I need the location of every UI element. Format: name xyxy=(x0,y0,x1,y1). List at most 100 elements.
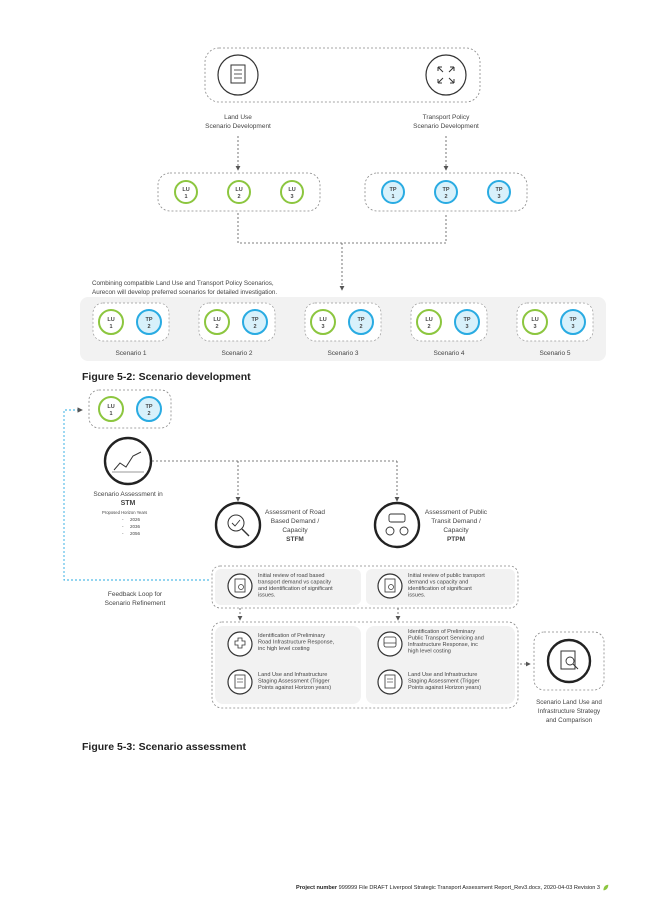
horizon-years-list: -2026-2036-2056 xyxy=(122,517,141,536)
transport-label-l1: Transport Policy xyxy=(423,114,470,121)
tp-options-container xyxy=(364,172,528,212)
tp-option-1-number: 1 xyxy=(391,194,394,200)
pt-staging-line-3: Points against Horizon years) xyxy=(408,685,481,691)
road-review-line-4: issues. xyxy=(258,593,276,599)
tp-option-1-prefix: TP xyxy=(389,187,396,193)
selected-lu-prefix: LU xyxy=(107,404,114,410)
scenario-5-label: Scenario 5 xyxy=(539,350,570,357)
road-prelim-line-2: Road Infrastructure Response, xyxy=(258,640,335,646)
scenario-5-tp-number: 3 xyxy=(571,324,574,330)
feedback-label-l2: Scenario Refinement xyxy=(105,600,166,607)
scenario-dev-container xyxy=(204,47,481,103)
pt-infrastructure-icon xyxy=(377,631,403,657)
selected-tp: TP2 xyxy=(136,396,162,422)
pt-review-line-2: demand vs capacity and xyxy=(408,580,468,586)
footer-project-label: Project number xyxy=(296,885,338,891)
scenario-4-label: Scenario 4 xyxy=(433,350,464,357)
scenario-4-lu-number: 2 xyxy=(427,324,430,330)
road-staging-line-1: Land Use and Infrastructure xyxy=(258,672,327,678)
road-label-l4: STFM xyxy=(286,536,304,543)
footer-project-number: 999999 xyxy=(338,885,358,891)
pt-review-line-1: Initial review of public transport xyxy=(408,573,485,579)
chart-trend-icon xyxy=(103,436,153,486)
strategy-container xyxy=(533,631,605,691)
land-use-icon xyxy=(217,54,259,96)
scenario-1-tp: TP2 xyxy=(136,309,162,335)
scenario-1-lu-number: 1 xyxy=(109,324,112,330)
transport-policy-icon xyxy=(425,54,467,96)
pt-prelim-line-2: Public Transport Servicing and xyxy=(408,636,484,642)
road-review-line-2: transport demand vs capacity xyxy=(258,580,331,586)
feedback-label-l1: Feedback Loop for xyxy=(108,591,163,598)
page-footer: Project number 999999 File DRAFT Liverpo… xyxy=(0,885,600,891)
pt-label-l4: PTPM xyxy=(447,536,465,543)
road-review-line-1: Initial review of road based xyxy=(258,573,325,579)
lu-option-3: LU3 xyxy=(280,180,304,204)
lu-option-1: LU1 xyxy=(174,180,198,204)
road-infrastructure-icon xyxy=(227,631,253,657)
horizon-bullet: - xyxy=(122,531,124,536)
scenario-2-tp: TP2 xyxy=(242,309,268,335)
scenario-4-tp-prefix: TP xyxy=(463,317,470,323)
scenario-2-lu-prefix: LU xyxy=(213,317,220,323)
assessment-label-l1: Scenario Assessment in xyxy=(93,491,163,498)
scenario-1-tp-prefix: TP xyxy=(145,317,152,323)
pt-response-box xyxy=(366,626,515,704)
road-demand-icon xyxy=(214,501,262,549)
scenario-5-lu-number: 3 xyxy=(533,324,536,330)
horizon-bullet: - xyxy=(122,524,124,529)
horizon-bullet: - xyxy=(122,517,124,522)
tp-option-3-prefix: TP xyxy=(495,187,502,193)
road-label-l1: Assessment of Road xyxy=(265,509,325,516)
scenario-3-tp-number: 2 xyxy=(359,324,362,330)
pt-review-line-4: issues. xyxy=(408,593,426,599)
road-staging-line-3: Points against Horizon years) xyxy=(258,685,331,691)
strategy-line-3: and Comparison xyxy=(546,717,593,724)
land-use-label-l2: Scenario Development xyxy=(205,123,271,130)
tp-option-2-number: 2 xyxy=(444,194,447,200)
selected-tp-number: 2 xyxy=(147,411,150,417)
land-use-label-l1: Land Use xyxy=(224,114,252,121)
public-transit-icon xyxy=(373,501,421,549)
scenario-1-lu-prefix: LU xyxy=(107,317,114,323)
tp-option-3: TP3 xyxy=(487,180,511,204)
road-review-line-3: and identification of significant xyxy=(258,586,333,592)
lu-option-3-number: 3 xyxy=(290,194,293,200)
pt-staging-line-1: Land Use and Infrastructure xyxy=(408,672,477,678)
combining-text-l2: Aurecon will develop preferred scenarios… xyxy=(92,289,277,296)
footer-file-text: File DRAFT Liverpool Strategic Transport… xyxy=(358,885,600,891)
lu-option-3-prefix: LU xyxy=(288,187,295,193)
lu-option-1-number: 1 xyxy=(184,194,187,200)
tp-option-1: TP1 xyxy=(381,180,405,204)
leaf-icon xyxy=(603,884,609,891)
pt-label-l3: Capacity xyxy=(443,527,469,534)
selected-lu-number: 1 xyxy=(109,411,112,417)
selected-scenario-container xyxy=(88,389,172,429)
scenario-4-tp-number: 3 xyxy=(465,324,468,330)
combining-text-l1: Combining compatible Land Use and Transp… xyxy=(92,280,274,287)
road-label-l2: Based Demand / xyxy=(271,518,320,525)
pt-prelim-line-1: Identification of Preliminary xyxy=(408,629,475,635)
strategy-icon xyxy=(546,638,592,684)
tp-option-3-number: 3 xyxy=(497,194,500,200)
scenario-1-lu: LU1 xyxy=(98,309,124,335)
pt-prelim-line-3: Infrastructure Response, inc xyxy=(408,642,478,648)
scenario-1-label: Scenario 1 xyxy=(115,350,146,357)
scenario-5-lu-prefix: LU xyxy=(531,317,538,323)
pt-review-box xyxy=(366,569,515,605)
pt-label-l1: Assessment of Public xyxy=(425,509,488,516)
lu-option-2-number: 2 xyxy=(237,194,240,200)
lu-option-2: LU2 xyxy=(227,180,251,204)
response-container xyxy=(211,621,519,709)
lu-option-1-prefix: LU xyxy=(182,187,189,193)
